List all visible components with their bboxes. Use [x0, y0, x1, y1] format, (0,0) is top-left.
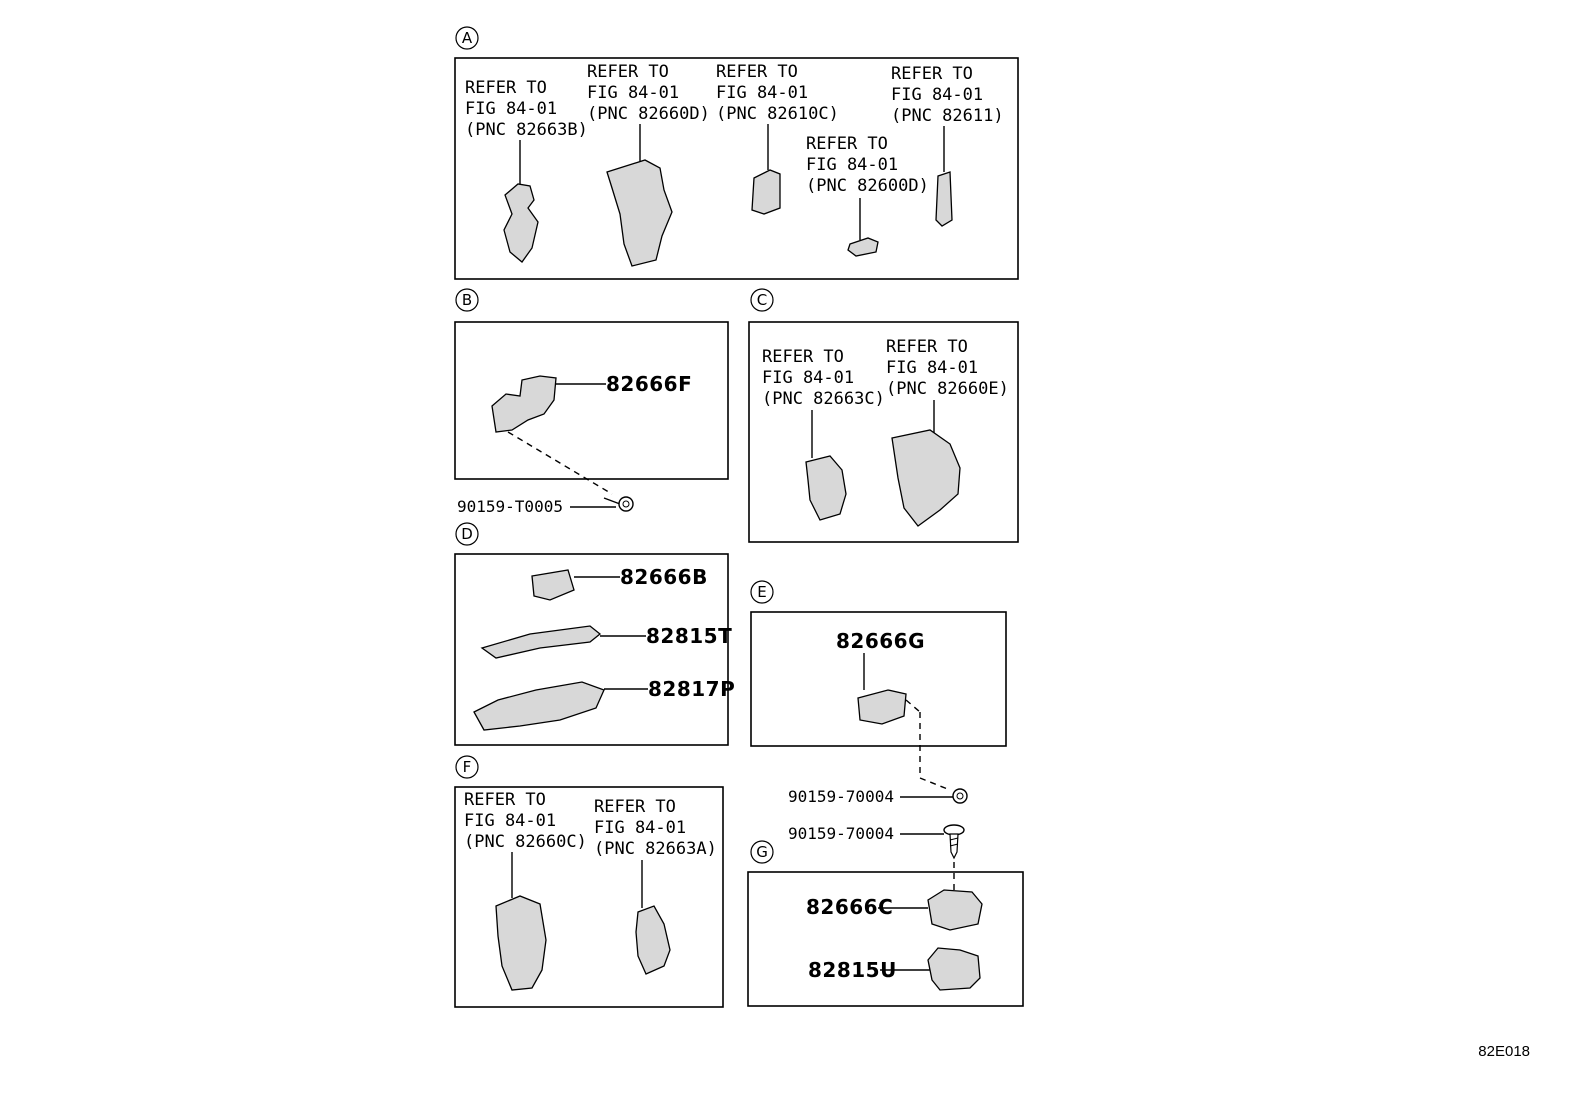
section-f-letter: F	[463, 758, 472, 776]
part-82666f-shape	[491, 375, 557, 433]
part-82666c-shape	[927, 889, 983, 931]
ref-82663a[interactable]: REFER TO FIG 84-01 (PNC 82663A)	[594, 797, 717, 859]
svg-text:FIG 84-01: FIG 84-01	[465, 99, 557, 119]
part-82663c-shape	[805, 455, 847, 521]
svg-text:(PNC 82610C): (PNC 82610C)	[716, 104, 839, 124]
svg-text:FIG 84-01: FIG 84-01	[891, 85, 983, 105]
svg-text:REFER TO: REFER TO	[891, 64, 973, 84]
svg-text:(PNC 82663B): (PNC 82663B)	[465, 120, 588, 140]
part-82817p-label[interactable]: 82817P	[648, 677, 735, 701]
svg-text:FIG 84-01: FIG 84-01	[762, 368, 854, 388]
svg-text:REFER TO: REFER TO	[762, 347, 844, 367]
part-82610c-shape	[751, 169, 781, 215]
section-e-marker	[750, 580, 774, 604]
ref-82610c[interactable]: REFER TO FIG 84-01 (PNC 82610C)	[716, 62, 839, 124]
part-82660c-shape	[495, 895, 547, 991]
section-b: B 82666F 90159-T0005	[454, 288, 729, 516]
ref-82600d[interactable]: REFER TO FIG 84-01 (PNC 82600D)	[806, 134, 929, 196]
section-e-letter: E	[757, 583, 766, 601]
svg-text:REFER TO: REFER TO	[886, 337, 968, 357]
section-c-letter: C	[757, 291, 767, 309]
part-82666g-shape	[857, 689, 907, 725]
part-82663b-shape	[503, 183, 539, 263]
section-d-letter: D	[461, 525, 473, 543]
diagram-code: 82E018	[1478, 1043, 1530, 1060]
svg-text:FIG 84-01: FIG 84-01	[806, 155, 898, 175]
svg-text:FIG 84-01: FIG 84-01	[464, 811, 556, 831]
part-82600d-shape	[847, 237, 879, 257]
section-c-marker	[750, 288, 774, 312]
part-82611-shape	[935, 171, 953, 227]
svg-text:FIG 84-01: FIG 84-01	[886, 358, 978, 378]
part-82666g-label[interactable]: 82666G	[836, 629, 925, 653]
section-e-frame	[750, 611, 1007, 747]
section-g-letter: G	[756, 843, 768, 861]
section-g-frame	[747, 871, 1024, 1007]
section-c: C REFER TO FIG 84-01 (PNC 82663C) REFER …	[748, 288, 1019, 543]
part-82666b-shape	[531, 569, 575, 601]
part-90159-t0005-label[interactable]: 90159-T0005	[457, 497, 563, 516]
svg-text:FIG 84-01: FIG 84-01	[716, 83, 808, 103]
part-82666c-label[interactable]: 82666C	[806, 895, 893, 919]
section-d: D 82666B 82815T 82817P	[454, 522, 735, 746]
svg-text:FIG 84-01: FIG 84-01	[587, 83, 679, 103]
part-90159-70004-label-g[interactable]: 90159-70004	[788, 824, 894, 843]
section-a-letter: A	[462, 29, 473, 47]
svg-text:REFER TO: REFER TO	[464, 790, 546, 810]
svg-text:(PNC 82663A): (PNC 82663A)	[594, 839, 717, 859]
section-f-frame	[454, 786, 724, 1008]
part-82660e-shape	[891, 429, 961, 527]
part-82815t-shape	[480, 625, 602, 659]
section-f-marker	[455, 755, 479, 779]
ref-82611[interactable]: REFER TO FIG 84-01 (PNC 82611)	[891, 64, 1004, 126]
svg-text:(PNC 82611): (PNC 82611)	[891, 106, 1004, 126]
section-a-marker	[455, 26, 479, 50]
part-82666f-label[interactable]: 82666F	[606, 372, 692, 396]
svg-text:REFER TO: REFER TO	[716, 62, 798, 82]
ref-82663b[interactable]: REFER TO FIG 84-01 (PNC 82663B)	[465, 78, 588, 140]
svg-text:FIG 84-01: FIG 84-01	[594, 818, 686, 838]
part-90159-70004-label-e[interactable]: 90159-70004	[788, 787, 894, 806]
part-82815t-label[interactable]: 82815T	[646, 624, 732, 648]
part-82815u-shape	[927, 947, 981, 991]
section-g-marker	[750, 840, 774, 864]
part-82817p-shape	[473, 681, 605, 731]
section-a: A REFER TO FIG 84-01 (PNC 82663B) REFER …	[454, 26, 1019, 280]
section-d-marker	[455, 522, 479, 546]
section-e: E 82666G 90159-70004	[750, 580, 1007, 806]
section-b-letter: B	[462, 291, 472, 309]
svg-text:REFER TO: REFER TO	[465, 78, 547, 98]
svg-text:(PNC 82663C): (PNC 82663C)	[762, 389, 885, 409]
section-b-frame	[454, 321, 729, 480]
section-g: 90159-70004 G 82666C 82815U	[747, 824, 1024, 1007]
section-f: F REFER TO FIG 84-01 (PNC 82660C) REFER …	[454, 755, 724, 1008]
section-c-frame	[748, 321, 1019, 543]
svg-text:REFER TO: REFER TO	[594, 797, 676, 817]
svg-text:(PNC 82660C): (PNC 82660C)	[464, 832, 587, 852]
section-a-frame	[454, 57, 1019, 280]
part-82663a-shape	[635, 905, 671, 975]
section-d-frame	[454, 553, 729, 746]
part-82666b-label[interactable]: 82666B	[620, 565, 708, 589]
svg-text:REFER TO: REFER TO	[806, 134, 888, 154]
part-82660d-shape	[606, 159, 673, 267]
svg-text:(PNC 82660D): (PNC 82660D)	[587, 104, 710, 124]
screw-90159-70004-g	[943, 824, 965, 860]
section-b-marker	[455, 288, 479, 312]
svg-text:(PNC 82660E): (PNC 82660E)	[886, 379, 1009, 399]
screw-90159-t0005	[603, 496, 634, 512]
screw-90159-70004-e	[952, 788, 968, 804]
svg-text:(PNC 82600D): (PNC 82600D)	[806, 176, 929, 196]
ref-82660c[interactable]: REFER TO FIG 84-01 (PNC 82660C)	[464, 790, 587, 852]
ref-82663c[interactable]: REFER TO FIG 84-01 (PNC 82663C)	[762, 347, 885, 409]
ref-82660e[interactable]: REFER TO FIG 84-01 (PNC 82660E)	[886, 337, 1009, 399]
ref-82660d[interactable]: REFER TO FIG 84-01 (PNC 82660D)	[587, 62, 710, 124]
svg-text:REFER TO: REFER TO	[587, 62, 669, 82]
